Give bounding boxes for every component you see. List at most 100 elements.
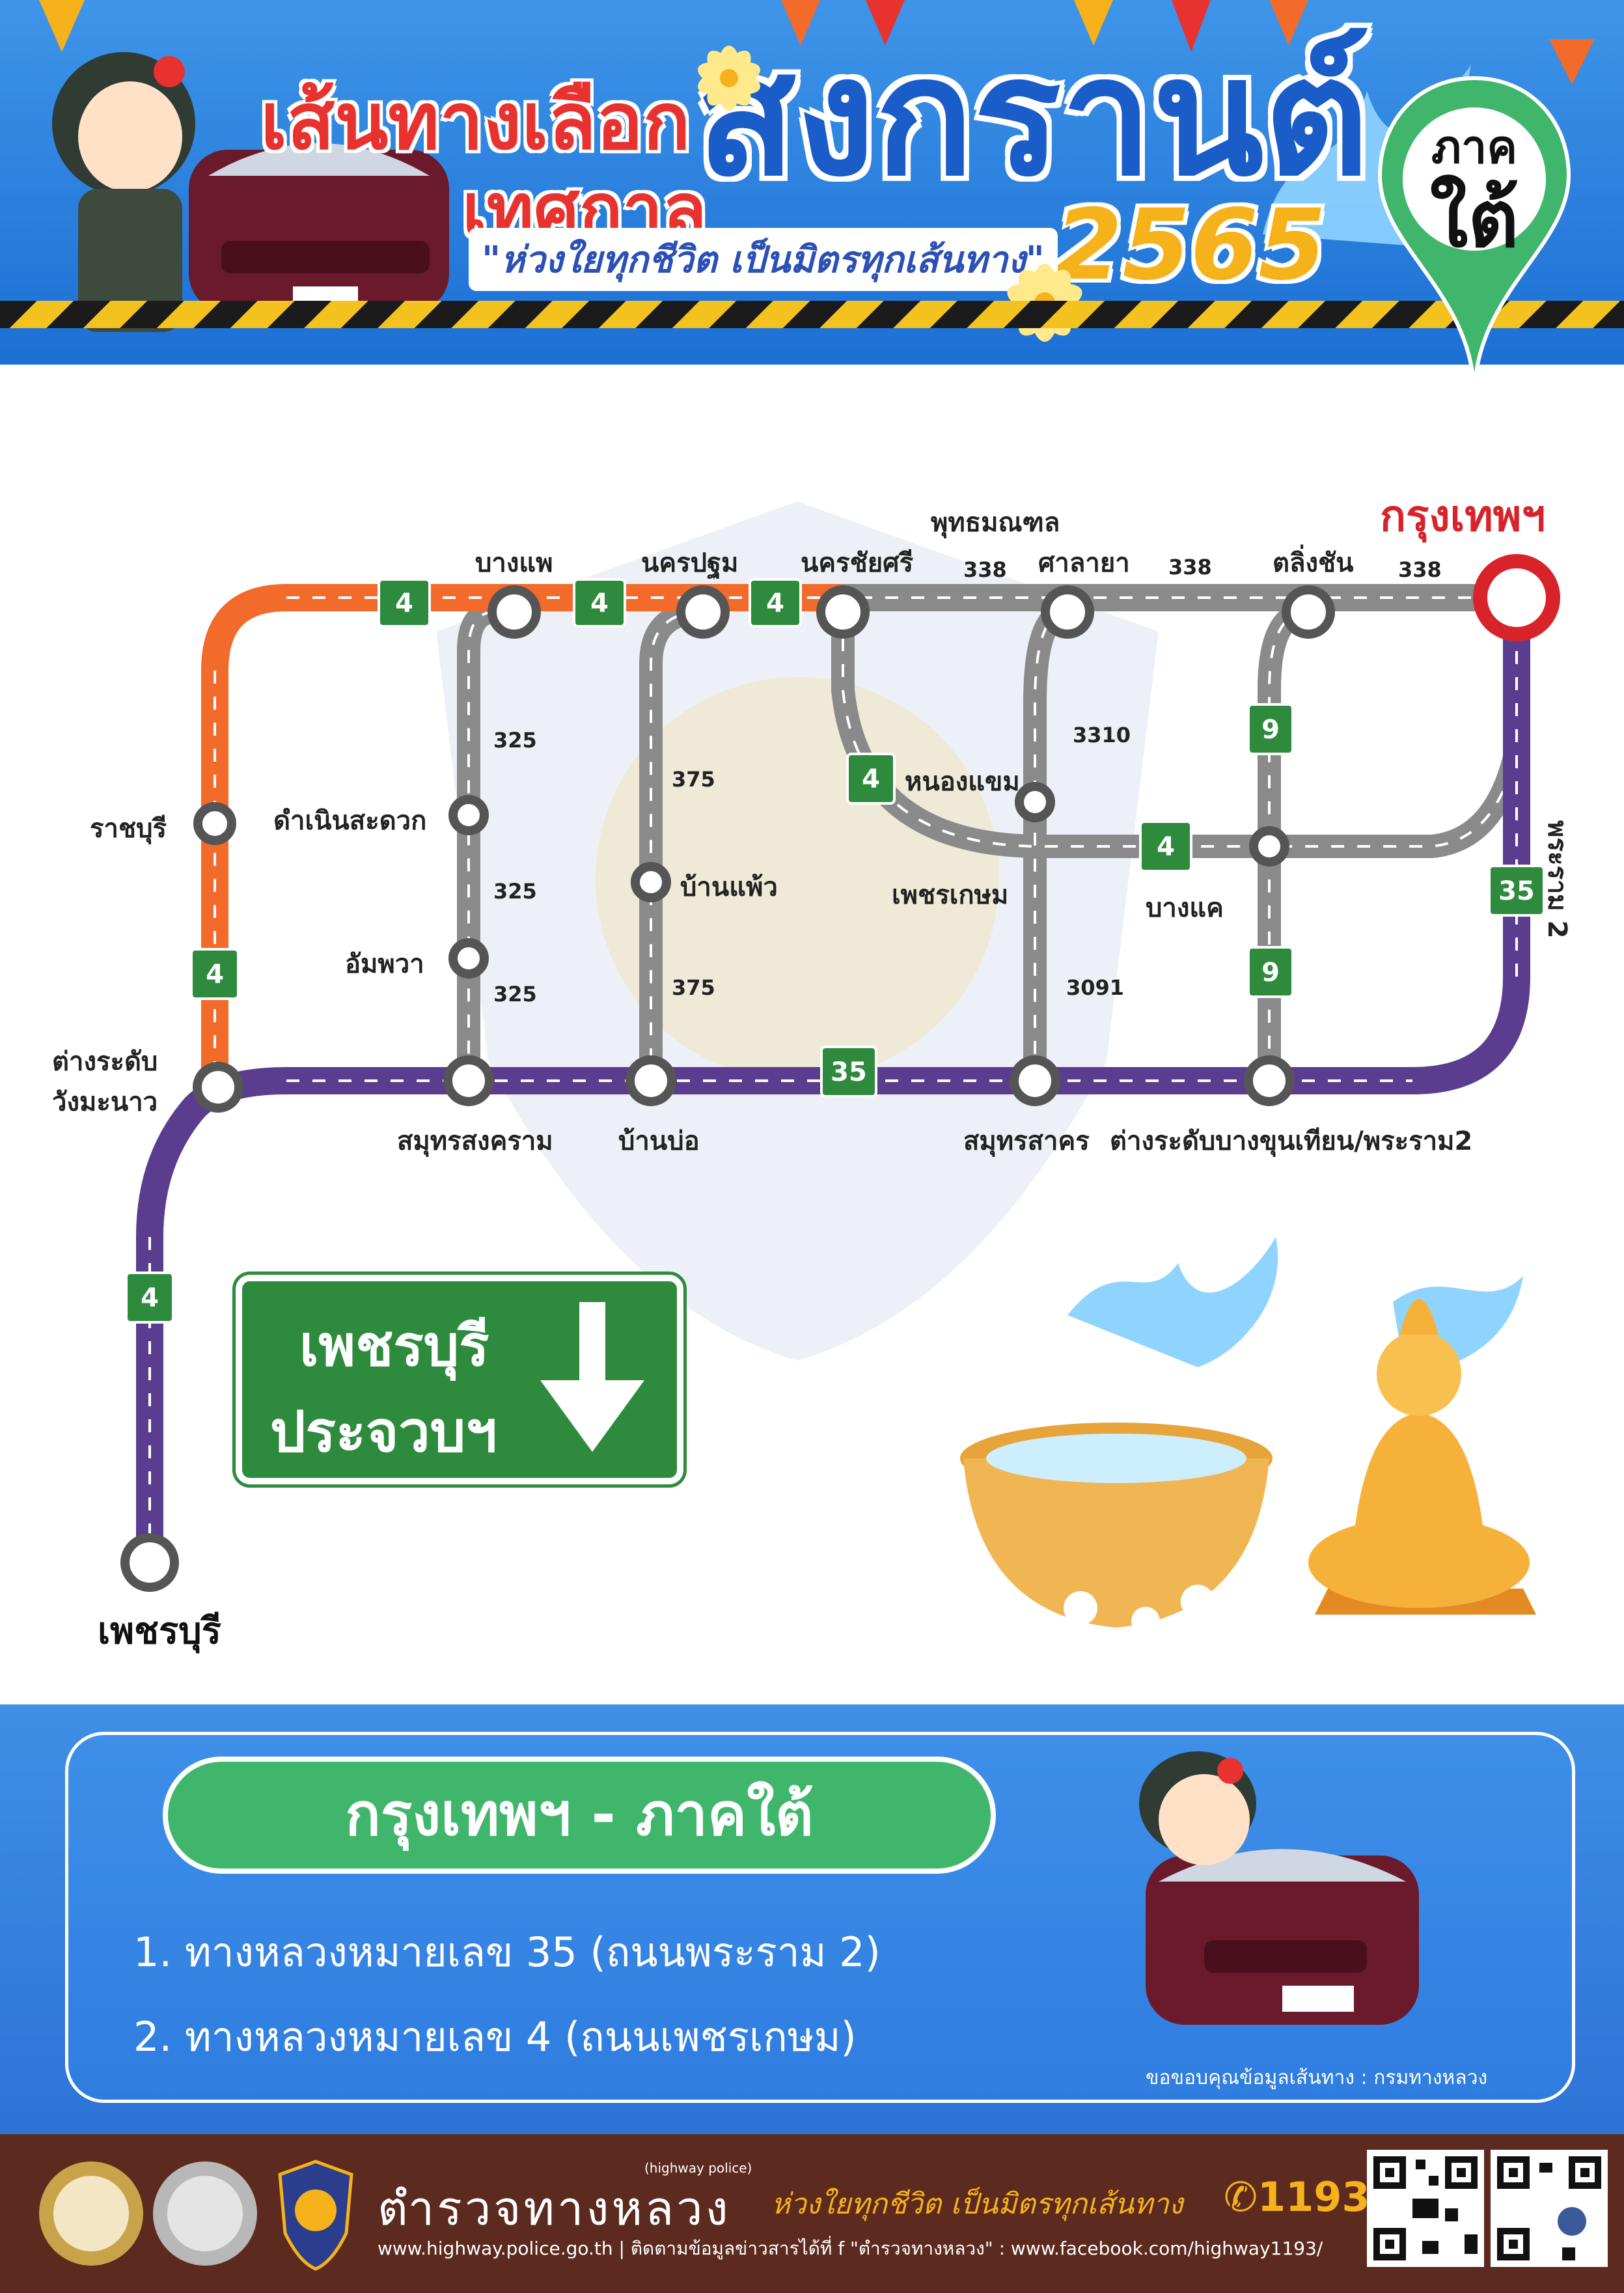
shield-4 bbox=[125, 1272, 174, 1324]
road-number: 375 bbox=[672, 975, 715, 1000]
header-year: 2565 bbox=[1054, 189, 1327, 302]
header-title-line1: เส้นทางเลือก bbox=[260, 77, 691, 167]
shield-9 bbox=[1247, 703, 1294, 755]
place-label: นครปฐม bbox=[641, 548, 739, 578]
station-bang-phae bbox=[488, 585, 541, 639]
shield-label: 9 bbox=[1261, 715, 1280, 745]
shield-label: 4 bbox=[1157, 832, 1175, 862]
shield-label: 4 bbox=[590, 589, 609, 618]
station-nong-khaem bbox=[1015, 782, 1055, 822]
station-bangkok bbox=[1473, 554, 1560, 641]
station-sala-ya bbox=[1041, 585, 1094, 639]
origin-label: กรุงเทพฯ bbox=[1380, 491, 1546, 541]
place-label: นครชัยศรี bbox=[801, 548, 914, 578]
station-ampawa bbox=[448, 938, 489, 979]
place-label: เพชรเกษม bbox=[892, 880, 1009, 910]
shield-4 bbox=[846, 753, 896, 805]
shield-label: 4 bbox=[862, 764, 880, 794]
header-title-main: สงกรานต์ bbox=[696, 22, 1369, 212]
road-number: 375 bbox=[672, 767, 715, 792]
shield-label: 4 bbox=[141, 1283, 159, 1313]
footer-bar bbox=[0, 2134, 1624, 2293]
officer-car-illustration bbox=[52, 52, 449, 332]
road-number: 3091 bbox=[1066, 975, 1125, 1000]
region-label-big: ใต้ bbox=[1429, 174, 1519, 265]
qr-code-website[interactable] bbox=[1367, 2150, 1484, 2267]
route-summary-title: กรุงเทพฯ - ภาคใต้ bbox=[163, 1757, 996, 1874]
songkran-illustration bbox=[960, 1237, 1536, 1635]
station-ratchaburi bbox=[193, 802, 236, 845]
station-damnoen bbox=[448, 795, 489, 835]
qr-code-icon bbox=[1373, 2156, 1478, 2260]
sign-line2: ประจวบฯ bbox=[270, 1400, 497, 1465]
shield-4 bbox=[378, 578, 431, 628]
data-credit: ขอขอบคุณข้อมูลเส้นทาง : กรมทางหลวง bbox=[1146, 2066, 1488, 2089]
place-label: สมุทรสงคราม bbox=[397, 1126, 553, 1156]
highway-shields bbox=[125, 578, 1545, 1324]
road-number: 338 bbox=[1398, 557, 1442, 582]
flower-icon bbox=[698, 46, 760, 111]
footer-web-link[interactable]: www.highway.police.go.th | ติดตามข้อมูลข… bbox=[378, 2238, 1323, 2259]
shield-label: 9 bbox=[1261, 958, 1280, 988]
header-slogan: "ห่วงใยทุกชีวิต เป็นมิตรทุกเส้นทาง" bbox=[469, 228, 1058, 291]
station-ban-bo bbox=[626, 1055, 676, 1106]
shield-label: 4 bbox=[206, 960, 224, 990]
place-label: ต่างระดับ bbox=[52, 1047, 158, 1077]
footer-org-name: ตำรวจทางหลวง bbox=[378, 2181, 731, 2236]
shield-4 bbox=[749, 578, 802, 628]
place-label: สมุทรสาคร bbox=[963, 1126, 1090, 1156]
road-number: 3310 bbox=[1073, 723, 1131, 747]
highway-police-watermark bbox=[436, 501, 1159, 1361]
place-label: วังมะนาว bbox=[52, 1087, 158, 1117]
destination-label: เพชรบุรี bbox=[98, 1610, 221, 1652]
shield-4 bbox=[1139, 820, 1192, 872]
qr-code-facebook[interactable] bbox=[1491, 2150, 1608, 2267]
highway-police-logo bbox=[278, 2160, 353, 2271]
shield-9 bbox=[1247, 946, 1294, 998]
bunting-decoration bbox=[39, 0, 1595, 85]
place-label: ตลิ่งชัน bbox=[1273, 548, 1354, 578]
shield-label: 35 bbox=[831, 1057, 867, 1087]
hazard-stripes bbox=[0, 301, 1624, 328]
shield-4 bbox=[573, 578, 626, 628]
route-item: 2. ทางหลวงหมายเลข 4 (ถนนเพชรเกษม) bbox=[133, 2013, 857, 2061]
direction-sign bbox=[232, 1272, 687, 1488]
route-4-line bbox=[201, 582, 1519, 1087]
place-label: บ้านบ่อ bbox=[618, 1126, 700, 1156]
header-banner: เส้นทางเลือก เทศกาล สงกรานต์ 2565 "ห่วงใ… bbox=[0, 0, 1624, 365]
place-label: บางแพ bbox=[475, 548, 553, 578]
road-number: 325 bbox=[493, 982, 537, 1007]
footer-org-en: (highway police) bbox=[644, 2160, 752, 2176]
footer-hotline: ✆1193 bbox=[1224, 2173, 1370, 2221]
road-number: 325 bbox=[493, 728, 537, 753]
station-samut-songkhram bbox=[443, 1055, 494, 1106]
road-number: 325 bbox=[493, 879, 537, 904]
station-samut-sakhon bbox=[1010, 1055, 1060, 1106]
location-pin-icon bbox=[1377, 76, 1571, 398]
place-label: บ้านแพ้ว bbox=[680, 872, 778, 902]
road-number: 338 bbox=[1168, 555, 1212, 579]
shield-label: 4 bbox=[766, 589, 784, 618]
route-item: 1. ทางหลวงหมายเลข 35 (ถนนพระราม 2) bbox=[133, 1928, 881, 1976]
station-taling-chan bbox=[1282, 585, 1335, 639]
route-map bbox=[120, 554, 1560, 1592]
region-label-small: ภาค bbox=[1431, 120, 1518, 174]
shield-4 bbox=[190, 948, 240, 1000]
place-label: ศาลายา bbox=[1038, 548, 1130, 578]
place-label: พุทธมณฑล bbox=[931, 508, 1060, 538]
footer-slogan: ห่วงใยทุกชีวิต เป็นมิตรทุกเส้นทาง bbox=[771, 2188, 1183, 2221]
sign-line1: เพชรบุรี bbox=[299, 1314, 489, 1379]
shield-label: 4 bbox=[395, 589, 413, 618]
place-label: ราชบุรี bbox=[90, 814, 167, 844]
station-ban-phaeo bbox=[631, 862, 671, 902]
station-nakhon-pathom bbox=[676, 585, 730, 639]
arrow-down-icon bbox=[540, 1302, 644, 1452]
place-label: หนองแขม bbox=[905, 767, 1020, 797]
station-bang-khun-thian bbox=[1244, 1055, 1295, 1106]
station-bang-khae bbox=[1249, 826, 1289, 867]
officer-car-illustration bbox=[1139, 1751, 1419, 2025]
shield-35 bbox=[820, 1046, 877, 1098]
station-wang-manao bbox=[193, 1062, 243, 1113]
qr-code-icon bbox=[1497, 2156, 1601, 2260]
shield-35 bbox=[1488, 865, 1545, 917]
